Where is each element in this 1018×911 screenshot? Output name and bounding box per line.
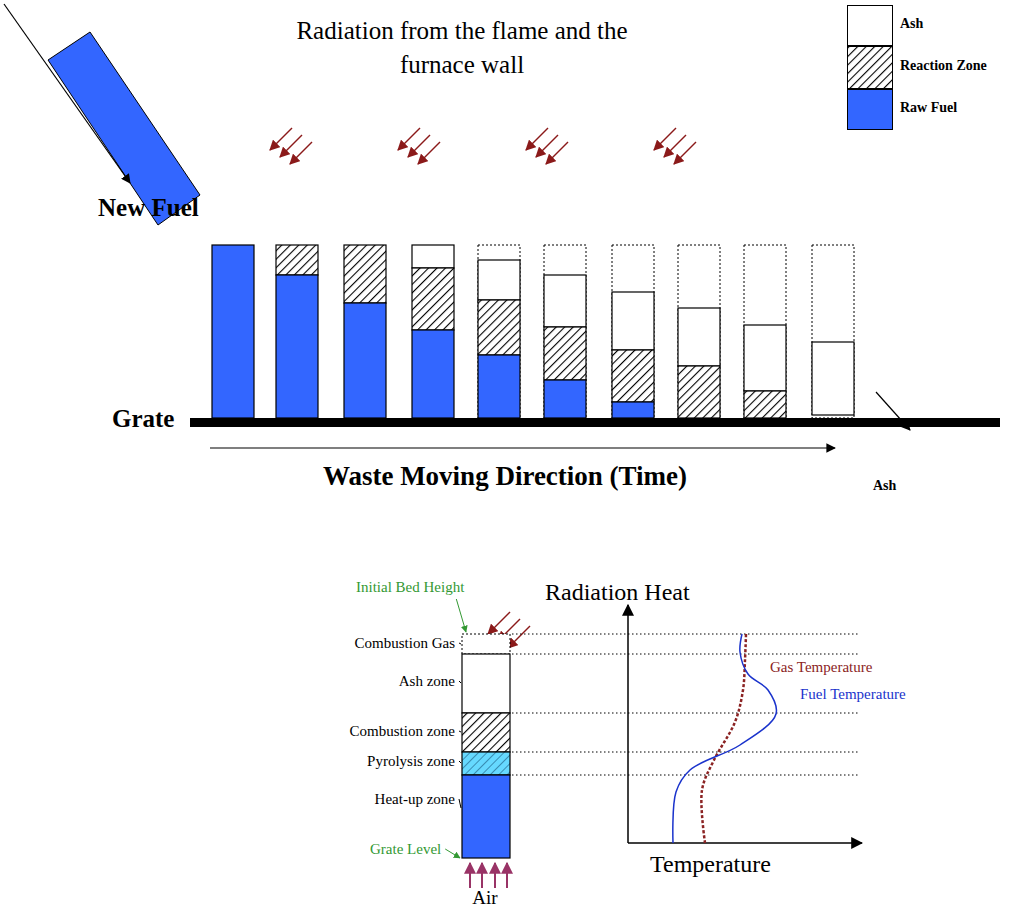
- legend-swatch: [847, 89, 893, 130]
- bed-layer: [612, 402, 654, 418]
- zone-label: Pyrolysis zone: [367, 752, 455, 770]
- direction-arrow: [210, 447, 835, 448]
- initial-outline: [678, 245, 720, 418]
- feed-arrow: [4, 4, 130, 183]
- bed-layer: [212, 245, 254, 418]
- part-label: Grate: [112, 404, 174, 434]
- radiation-arrow: [290, 142, 312, 164]
- bed-layer: [478, 260, 520, 300]
- legend-label: Raw Fuel: [900, 100, 957, 117]
- radiation-arrow: [280, 135, 302, 157]
- feed-chute: [48, 32, 200, 225]
- radiation-arrow: [536, 135, 558, 157]
- legend-label: Reaction Zone: [900, 58, 987, 75]
- curve-label: Gas Temperature: [770, 658, 872, 676]
- bed-layer: [276, 245, 318, 275]
- bed-layer: [812, 342, 854, 415]
- fuel-bed-columns: [212, 245, 854, 418]
- bed-layer: [678, 308, 720, 366]
- radiation-arrow: [508, 626, 530, 648]
- bed-column: [462, 634, 510, 858]
- radiation-arrow: [526, 128, 548, 150]
- radiation-arrows: [270, 128, 696, 648]
- flow-label: Air: [472, 887, 497, 910]
- zone-label: Heat-up zone: [375, 790, 455, 808]
- radiation-arrow: [488, 612, 510, 634]
- air-arrows: [470, 863, 507, 888]
- ash-exit-arrow: [876, 392, 910, 430]
- leader-line: [459, 643, 461, 644]
- legend-label: Ash: [900, 16, 923, 33]
- radiation-arrow: [418, 142, 440, 164]
- curve-label: Fuel Temperature: [800, 685, 906, 703]
- bed-layer: [412, 268, 454, 330]
- fuel-temperature-curve: [673, 634, 777, 843]
- radiation-arrow: [398, 128, 420, 150]
- bed-layer: [744, 325, 786, 391]
- radiation-arrow: [674, 142, 696, 164]
- bed-layer: [344, 245, 386, 303]
- bed-layer: [544, 275, 586, 327]
- axis-x: [628, 842, 862, 844]
- radiation-arrow: [546, 142, 568, 164]
- gas-temperature-curve: [701, 634, 746, 843]
- initial-outline: [812, 245, 854, 418]
- radiation-arrow: [664, 135, 686, 157]
- legend-swatch: [847, 5, 893, 46]
- bed-layer: [612, 292, 654, 350]
- zone-label: Ash zone: [399, 672, 455, 690]
- leader-line: [459, 761, 461, 763]
- initial-outline: [478, 245, 520, 418]
- bed-layer: [412, 245, 454, 268]
- grate-bar: [190, 418, 1000, 427]
- bed-layer: [678, 366, 720, 418]
- bed-layer: [412, 330, 454, 418]
- leader-line: [456, 599, 466, 632]
- leader-line: [459, 799, 461, 808]
- bed-layer: [276, 275, 318, 418]
- leader-line: [459, 731, 461, 732]
- leader-label: Grate Level: [370, 840, 441, 858]
- radiation-arrow: [270, 128, 292, 150]
- bed-layer: [744, 391, 786, 418]
- leader-line: [459, 681, 461, 683]
- bed-layer: [544, 327, 586, 380]
- bed-layer: [478, 355, 520, 418]
- radiation-arrow: [408, 135, 430, 157]
- legend-swatch: [847, 46, 893, 89]
- part-label: Ash: [873, 478, 896, 495]
- bed-layer: [612, 350, 654, 402]
- axis-label: Waste Moving Direction (Time): [323, 460, 687, 492]
- zone-label: Combustion zone: [350, 722, 455, 740]
- leader-label: Initial Bed Height: [356, 578, 464, 596]
- initial-outline: [612, 245, 654, 418]
- level-lines: [512, 634, 860, 775]
- bed-layer: [544, 380, 586, 418]
- part-label: New Fuel: [98, 193, 199, 223]
- bed-layer: [344, 303, 386, 418]
- zone-label: Combustion Gas: [355, 634, 455, 652]
- annotation: Radiation Heat: [545, 578, 690, 607]
- diagram-title: Radiation from the flame and the furnace…: [262, 14, 662, 82]
- hatch-sample: [848, 47, 892, 88]
- radiation-arrow: [654, 128, 676, 150]
- axis-label: Temperature: [650, 850, 771, 879]
- leader-line: [445, 849, 460, 858]
- axis-y: [627, 605, 629, 843]
- bed-layer: [478, 300, 520, 355]
- initial-outline: [544, 245, 586, 418]
- initial-outline: [744, 245, 786, 418]
